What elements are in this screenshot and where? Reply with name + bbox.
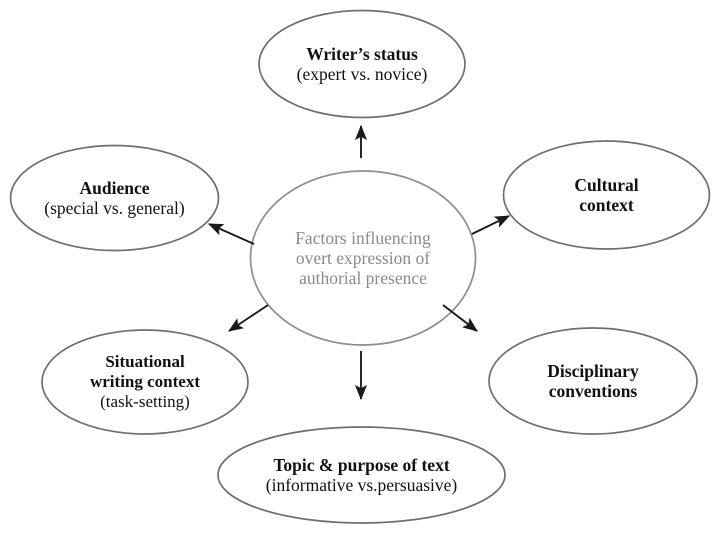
node-disciplinary-conventions-line2: conventions bbox=[548, 381, 638, 401]
ellipse-situational-writing-context bbox=[41, 329, 249, 435]
center-node-line2: overt expression of bbox=[295, 247, 431, 268]
center-node-line3: authorial presence bbox=[299, 268, 427, 289]
ellipse-topic-purpose-of-text bbox=[217, 426, 506, 524]
node-audience: Audience (special vs. general) bbox=[10, 145, 219, 251]
center-node-line1: Factors influencing bbox=[295, 227, 431, 248]
node-writer-status-line2: (expert vs. novice) bbox=[296, 64, 428, 84]
node-disciplinary-conventions-line1: Disciplinary bbox=[547, 360, 639, 381]
node-situational-writing-context-line2: writing context bbox=[89, 372, 200, 392]
node-cultural-context-line2: context bbox=[579, 195, 634, 215]
node-writer-status-line1: Writer’s status bbox=[306, 43, 418, 64]
node-audience-line2: (special vs. general) bbox=[44, 198, 185, 218]
node-disciplinary-conventions: Disciplinary conventions bbox=[489, 328, 697, 434]
ellipse-writer-status bbox=[258, 9, 466, 119]
node-writer-status: Writer’s status (expert vs. novice) bbox=[258, 10, 466, 118]
node-cultural-context: Cultural context bbox=[503, 140, 710, 250]
ellipse-audience bbox=[9, 144, 220, 252]
ellipse-center bbox=[249, 170, 477, 346]
node-cultural-context-line1: Cultural bbox=[574, 174, 639, 195]
node-situational-writing-context-line3: (task-setting) bbox=[100, 391, 190, 411]
node-topic-purpose-of-text: Topic & purpose of text (informative vs.… bbox=[218, 427, 505, 523]
node-audience-line1: Audience bbox=[79, 177, 150, 198]
node-situational-writing-context-line1: Situational bbox=[105, 352, 185, 372]
node-topic-purpose-of-text-line1: Topic & purpose of text bbox=[273, 454, 450, 475]
arrow-to-situational-writing-context bbox=[228, 304, 269, 332]
arrow-to-cultural-context bbox=[471, 215, 511, 235]
node-topic-purpose-of-text-line2: (informative vs.persuasive) bbox=[265, 475, 458, 495]
ellipse-cultural-context bbox=[502, 140, 711, 250]
arrow-to-audience bbox=[207, 223, 255, 245]
center-node-label: Factors influencing overt expression of … bbox=[250, 170, 476, 346]
arrow-to-disciplinary-conventions bbox=[442, 304, 478, 332]
ellipse-disciplinary-conventions bbox=[488, 327, 698, 435]
node-situational-writing-context: Situational writing context (task-settin… bbox=[42, 330, 248, 434]
